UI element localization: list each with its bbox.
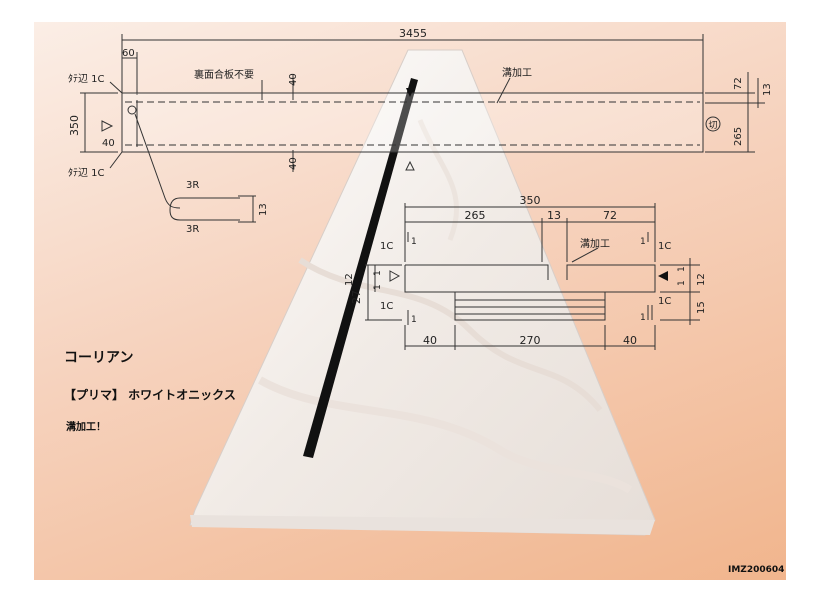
edge-offset-label: 60 xyxy=(122,48,135,59)
left-12-label: 12 xyxy=(344,273,355,286)
right-12-label: 12 xyxy=(696,273,707,286)
right-1-label: 1 xyxy=(677,266,687,272)
product-name: 【プリマ】 ホワイトオニックス xyxy=(64,388,236,402)
plan-view xyxy=(80,34,765,223)
groove-label: 溝加工 xyxy=(502,66,532,79)
thickness-label: 27 xyxy=(350,290,363,304)
radius-label-1: 3R xyxy=(186,180,199,191)
groove-depth-label: 13 xyxy=(258,203,269,216)
width-label: 350 xyxy=(68,115,81,136)
chamfer-right-top: 1C xyxy=(658,241,671,252)
cut-mark-label: 切 xyxy=(708,120,717,131)
left-1-label: 1 xyxy=(411,237,417,247)
depth-72-label: 72 xyxy=(733,77,744,90)
material-title: コーリアン xyxy=(64,350,134,366)
left-1-label: 1 xyxy=(373,270,383,276)
margin-bottom-label: 40 xyxy=(288,157,299,170)
chamfer-right-bottom: 1C xyxy=(658,296,671,307)
direction-mark-section-left xyxy=(389,270,401,282)
left-1-label: 1 xyxy=(411,315,417,325)
document-code: IMZ200604 xyxy=(728,565,785,575)
right-1-label: 1 xyxy=(640,237,646,247)
bottom-40-right: 40 xyxy=(623,334,637,347)
groove-note: 溝加工！ xyxy=(66,422,106,433)
direction-mark-left xyxy=(101,120,114,132)
section-seg2-label: 13 xyxy=(547,209,561,222)
bottom-270: 270 xyxy=(520,334,541,347)
right-1-label: 1 xyxy=(677,280,687,286)
section-total-label: 350 xyxy=(520,194,541,207)
marble-vein xyxy=(417,119,460,241)
right-15-label: 15 xyxy=(696,301,707,314)
section-seg3-label: 72 xyxy=(603,209,617,222)
cut-mark-circle xyxy=(705,116,721,132)
direction-mark-section-right xyxy=(658,271,668,281)
section-seg1-label: 265 xyxy=(465,209,486,222)
corner-chamfer-bottom: ﾀﾃ辺 1C xyxy=(68,167,105,179)
chamfer-left-bottom: 1C xyxy=(380,301,393,312)
groove-channel xyxy=(303,78,418,458)
left-1-label: 1 xyxy=(373,284,383,290)
no-plywood-label: 裏面合板不要 xyxy=(194,68,254,81)
right-1-label: 1 xyxy=(640,313,646,323)
direction-mark-top xyxy=(406,88,414,97)
radius-label-2: 3R xyxy=(186,224,199,235)
bottom-40-left: 40 xyxy=(423,334,437,347)
slab-front-edge xyxy=(190,515,655,535)
chamfer-left-top: 1C xyxy=(380,241,393,252)
margin-top-label: 40 xyxy=(288,73,299,86)
section-view xyxy=(365,203,700,350)
section-groove-label: 溝加工 xyxy=(580,237,610,250)
depth-13-label: 13 xyxy=(762,83,773,96)
margin-left-label: 40 xyxy=(102,138,115,149)
corner-chamfer-top: ﾀﾃ辺 1C xyxy=(68,73,105,85)
direction-mark-bottom xyxy=(405,160,415,171)
length-label: 3455 xyxy=(399,27,427,40)
depth-265-label: 265 xyxy=(733,127,744,146)
